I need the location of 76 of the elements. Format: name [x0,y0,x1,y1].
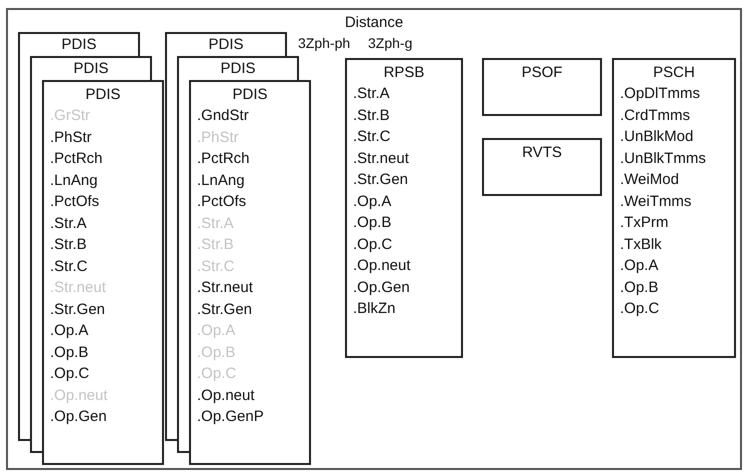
data-object-name: .PctOfs [196,192,246,212]
data-object-name: .OpDlTmms [619,84,700,104]
node-title: PDIS [85,85,120,105]
data-object-name: .Op.A [619,256,658,276]
data-object-name: .GrStr [49,106,90,126]
data-object-name: .PctRch [196,149,250,169]
data-object-name: .Op.Gen [49,407,107,427]
data-object-name: .WeiTmms [619,192,692,212]
logical-node-box [482,138,602,196]
data-object-name: .Op.C [196,364,236,384]
data-object-name: .TxBlk [619,234,662,254]
logical-node-box [42,80,164,465]
data-object-name: .Op.B [352,213,392,233]
data-object-name: .Op.B [619,278,658,298]
data-object-name: .PctOfs [49,192,100,212]
node-title: PDIS [220,59,256,79]
node-title: PDIS [208,35,244,55]
data-object-name: .UnBlkMod [619,127,694,147]
data-object-name: .UnBlkTmms [619,148,706,168]
data-object-name: .Str.neut [196,278,253,298]
data-object-name: .Op.GenP [196,407,264,427]
data-object-name: .Str.Gen [196,300,252,320]
node-title: PDIS [232,85,268,105]
node-title: RPSB [384,63,424,83]
node-title: PSOF [522,63,562,83]
data-object-name: .LnAng [49,170,98,190]
data-object-name: .Str.B [352,106,390,126]
data-object-name: .Str.B [49,235,87,255]
data-object-name: .Op.C [619,299,660,319]
data-object-name: .Str.neut [49,278,106,298]
node-title: PSCH [653,63,695,83]
data-object-name: .WeiMod [619,170,679,190]
logical-node-box [482,58,602,116]
data-object-name: .Op.B [49,342,88,362]
zone-label: 3Zph-g [368,34,412,52]
zone-label: 3Zph-ph [298,34,350,52]
logical-node-box [165,32,287,56]
logical-node-box [177,56,299,80]
data-object-name: .GndStr [196,106,249,126]
data-object-name: .BlkZn [352,299,396,319]
node-title: PDIS [73,59,108,79]
data-object-name: .Str.neut [352,148,409,168]
data-object-name: .CrdTmms [619,106,690,126]
logical-node-box [612,58,736,358]
data-object-name: .Str.B [196,235,234,255]
data-object-name: .Str.Gen [352,170,408,190]
logical-node-box [345,58,463,358]
data-object-name: .Op.A [196,321,236,341]
data-object-name: .Str.C [49,256,88,276]
data-object-name: .Str.C [352,127,391,147]
data-object-name: .PhStr [49,128,92,148]
node-title: RVTS [522,143,562,163]
data-object-name: .Op.neut [352,256,411,276]
data-object-name: .Str.Gen [49,300,106,320]
data-object-name: .PctRch [49,149,103,169]
data-object-name: .Op.neut [49,386,108,406]
data-object-name: .Op.C [49,364,90,384]
data-object-name: .Op.A [49,321,88,341]
data-object-name: .Str.A [49,214,87,234]
data-object-name: .Op.C [352,234,392,254]
data-object-name: .LnAng [196,170,245,190]
data-object-name: .TxPrm [619,213,668,233]
data-object-name: .Str.A [196,214,234,234]
node-title: PDIS [61,35,96,55]
data-object-name: .Op.Gen [352,278,410,298]
logical-node-box [189,80,311,465]
data-object-name: .Op.neut [196,386,255,406]
data-object-name: .Str.C [196,256,235,276]
group-frame [6,8,742,470]
data-object-name: .Op.A [352,192,392,212]
data-object-name: .Op.B [196,342,236,362]
data-object-name: .PhStr [196,128,239,148]
logical-node-box [30,56,152,80]
logical-node-box [18,32,140,56]
group-title: Distance [344,13,404,33]
data-object-name: .Str.A [352,84,390,104]
